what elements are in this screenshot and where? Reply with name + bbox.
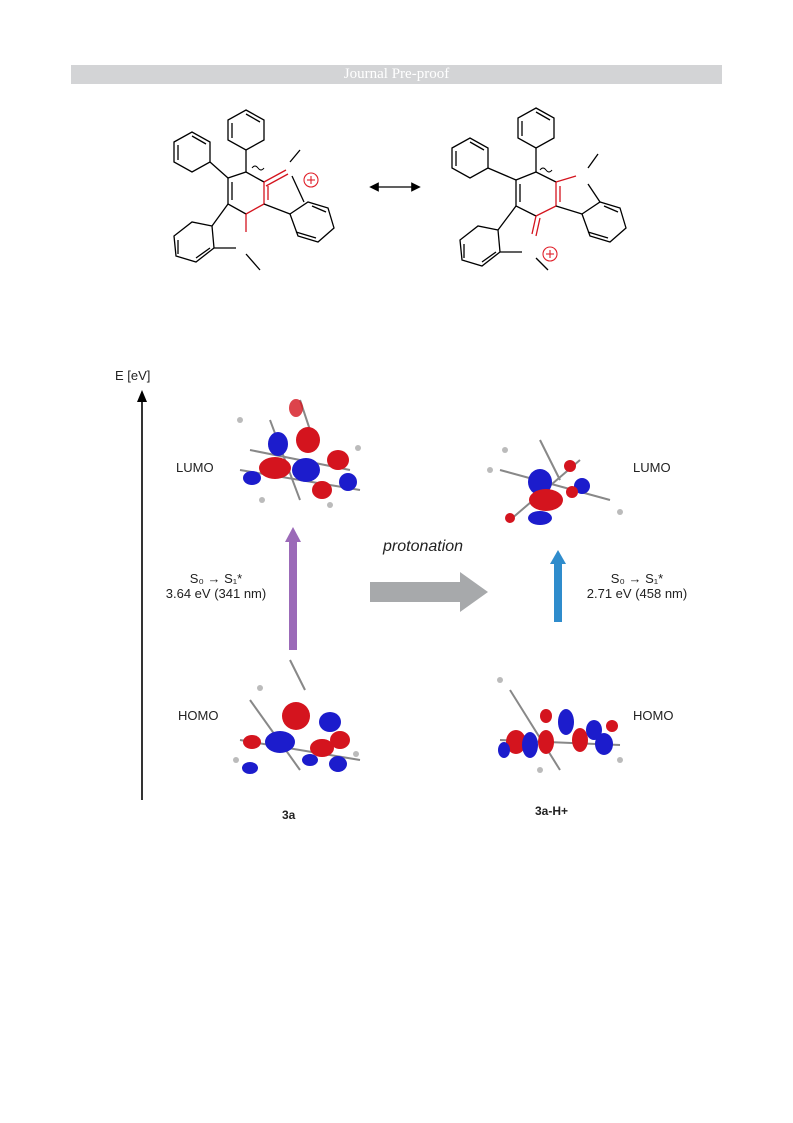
journal-banner: Journal Pre-proof xyxy=(71,65,722,84)
excitation-arrow-3a xyxy=(289,540,297,650)
transition-3a-states: S₀ → S₁* xyxy=(189,571,243,586)
lumo-3a-orbital xyxy=(237,399,361,508)
homo-left-label: HOMO xyxy=(178,708,219,723)
positive-charge-right xyxy=(542,246,558,262)
transition-3aH-energy: 2.71 eV (458 nm) xyxy=(586,586,688,601)
compound-label-3aH: 3a-H+ xyxy=(535,804,569,818)
resonance-structure-left xyxy=(173,109,335,271)
positive-charge-left xyxy=(303,172,319,188)
resonance-structure-right xyxy=(451,107,627,271)
homo-right-label: HOMO xyxy=(633,708,674,723)
compound-label-3a: 3a xyxy=(282,808,296,822)
protonation-label: protonation xyxy=(383,538,464,555)
energy-axis-label: E [eV] xyxy=(115,368,151,383)
energy-axis-arrowhead xyxy=(137,390,147,402)
homo-3a-orbital xyxy=(233,659,361,774)
lumo-3aH-orbital xyxy=(487,439,623,525)
transition-3a-energy: 3.64 eV (341 nm) xyxy=(165,586,267,601)
transition-3aH-states: S₀ → S₁* xyxy=(610,571,664,586)
transition-3aH: S₀ → S₁* 2.71 eV (458 nm) xyxy=(572,571,702,601)
lumo-right-label: LUMO xyxy=(633,460,671,475)
excitation-arrow-3aH xyxy=(554,562,562,622)
protonation-arrow xyxy=(370,572,488,612)
transition-3a: S₀ → S₁* 3.64 eV (341 nm) xyxy=(150,571,282,601)
lumo-left-label: LUMO xyxy=(176,460,214,475)
homo-3aH-orbital xyxy=(497,677,623,773)
